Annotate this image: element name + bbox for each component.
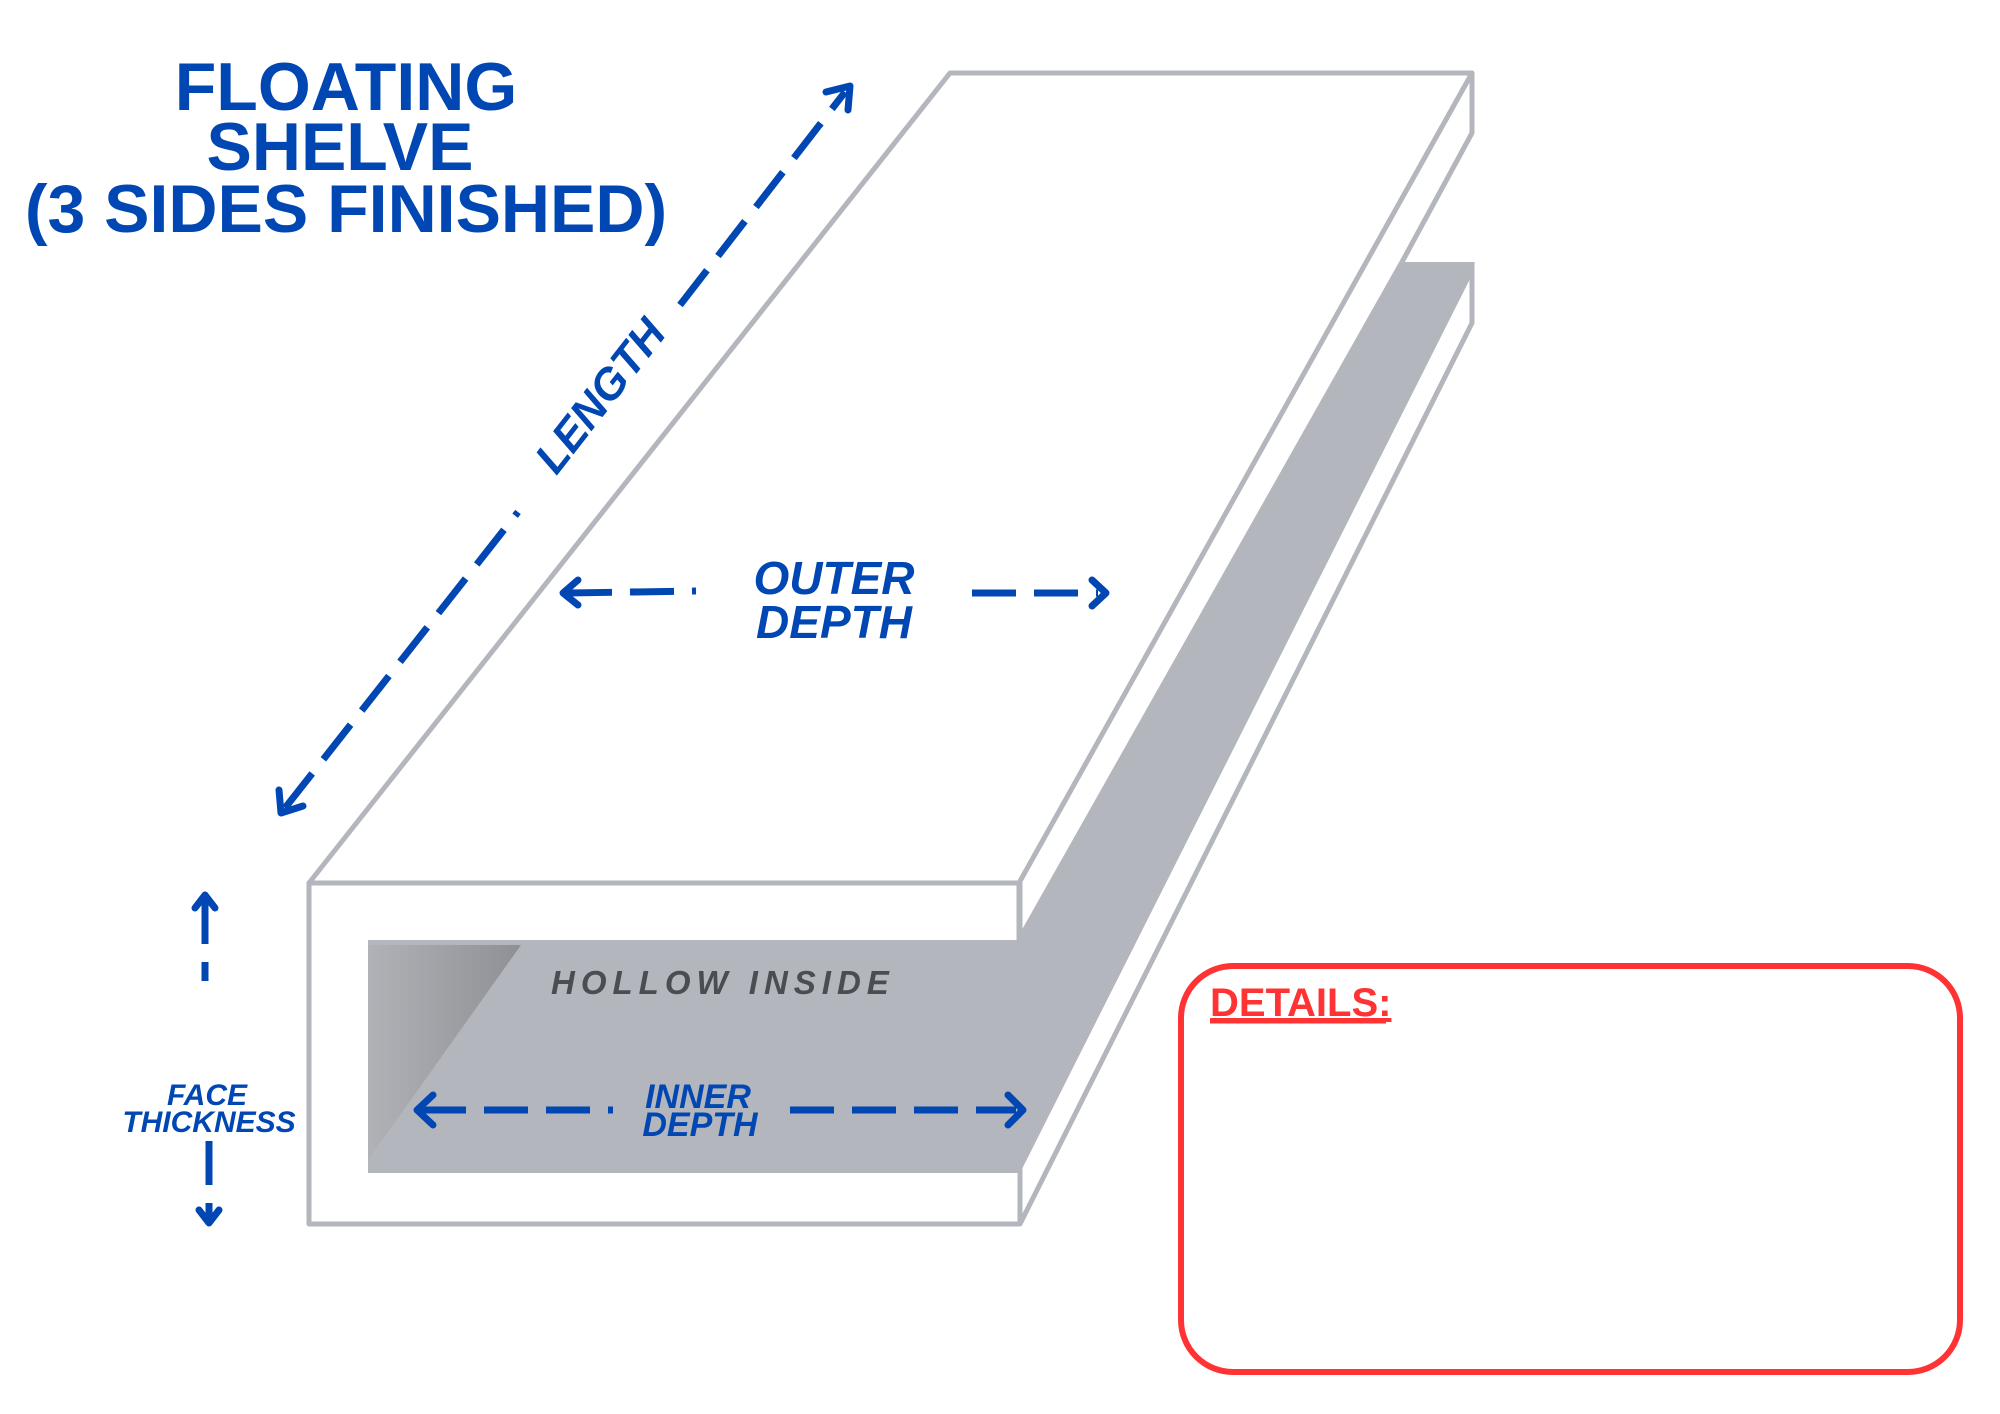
outer-depth-label-2: DEPTH (756, 596, 913, 648)
face-thickness-label-2: THICKNESS (122, 1106, 295, 1139)
face-thickness-label-1: FACE (167, 1079, 248, 1112)
arrow-up-icon (191, 891, 219, 912)
details-box: DETAILS: (1178, 963, 1963, 1375)
title-line-3: (3 SIDES FINISHED) (25, 171, 667, 247)
inner-depth-label-2: DEPTH (642, 1106, 759, 1144)
arrow-right-icon (1004, 1091, 1027, 1129)
page-title: FLOATING SHELVE (3 SIDES FINISHED) (25, 49, 667, 247)
hollow-inside-label: HOLLOW INSIDE (551, 964, 895, 1001)
details-heading: DETAILS: (1210, 981, 1391, 1025)
inner-depth-label-1: INNER (645, 1078, 751, 1116)
arrow-head-icon (275, 786, 307, 817)
arrow-head-icon (822, 82, 854, 114)
arrow-left-icon (559, 576, 582, 609)
inner-depth-dimension: INNER DEPTH (413, 1078, 1027, 1144)
title-line-1: FLOATING (175, 49, 517, 125)
outer-depth-dimension: OUTER DEPTH (559, 552, 1110, 648)
shelf-shape (306, 70, 1475, 1227)
face-thickness-dimension: FACE THICKNESS (122, 891, 296, 1227)
arrow-left-icon (413, 1091, 437, 1129)
arrow-right-icon (1088, 576, 1110, 610)
shelf-side-hollow (1019, 262, 1472, 1173)
outer-depth-label-1: OUTER (754, 552, 915, 604)
arrow-down-icon (195, 1206, 223, 1227)
title-line-2: SHELVE (206, 109, 473, 185)
length-label: LENGTH (526, 309, 677, 483)
